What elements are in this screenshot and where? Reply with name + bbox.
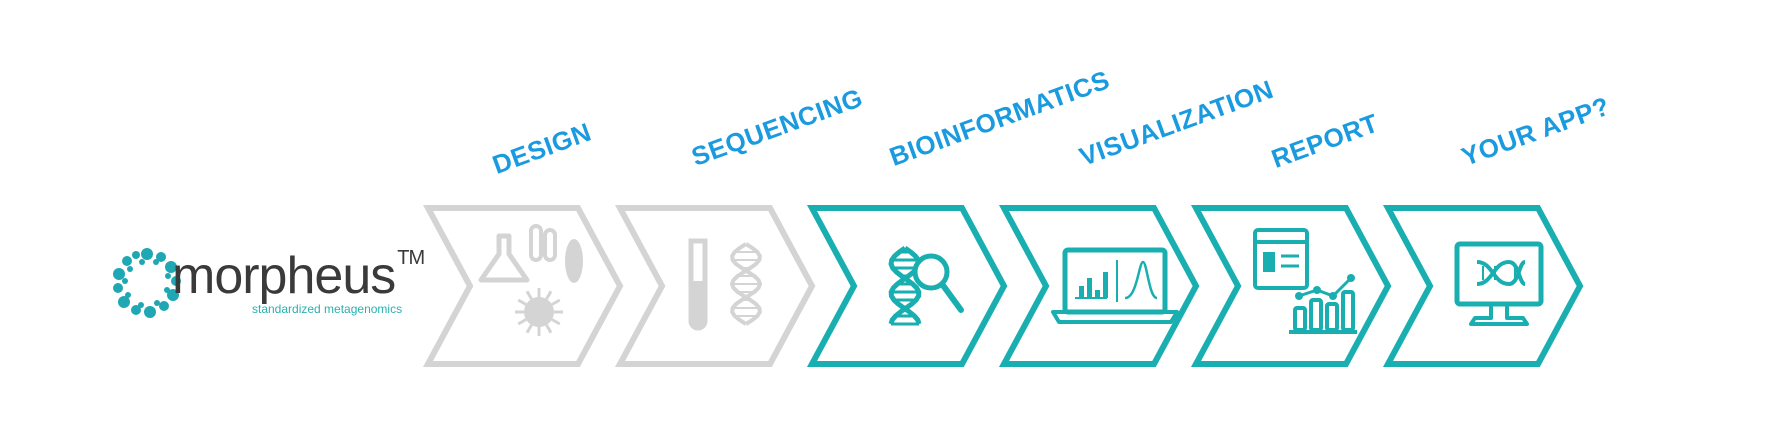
chevron-2 xyxy=(614,205,816,367)
chevron-4 xyxy=(998,205,1200,367)
lab-flask-virus-bacteria-icon xyxy=(478,224,583,336)
dna-magnifier-icon xyxy=(888,245,964,326)
step-1 xyxy=(422,205,624,367)
brand-tagline: standardized metagenomics xyxy=(252,302,403,316)
step-3 xyxy=(806,205,1008,367)
report-bar-chart-icon xyxy=(1253,228,1357,334)
morpheus-logo-icon xyxy=(113,248,181,318)
step-6 xyxy=(1382,205,1584,367)
chevron-6 xyxy=(1382,205,1584,367)
step-2 xyxy=(614,205,816,367)
trademark-mark: TM xyxy=(397,247,425,269)
chevron-3 xyxy=(806,205,1008,367)
chevron-5 xyxy=(1190,205,1392,367)
chevron-1 xyxy=(422,205,624,367)
step-4 xyxy=(998,205,1200,367)
monitor-dna-icon xyxy=(1454,241,1544,326)
laptop-charts-icon xyxy=(1051,247,1179,324)
test-tube-dna-icon xyxy=(688,238,763,331)
step-5 xyxy=(1190,205,1392,367)
